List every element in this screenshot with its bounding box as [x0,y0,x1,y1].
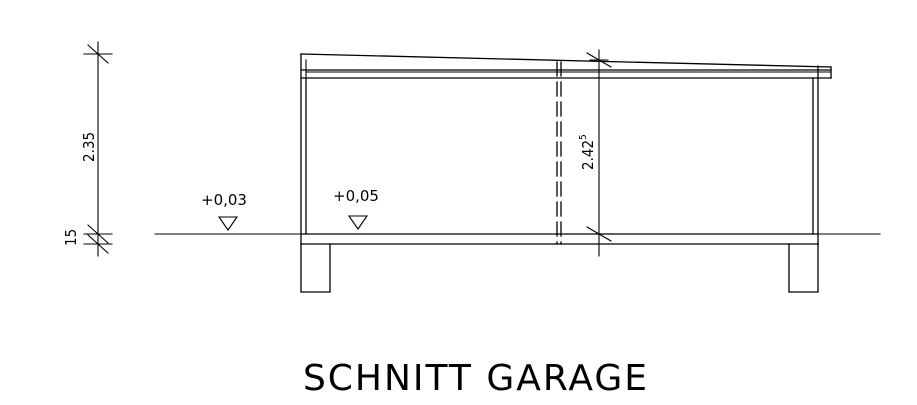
slab-thickness-label: 15 [62,229,80,246]
interior-height-main: 2.42 [579,140,597,170]
foundation-right [788,243,819,293]
floor-slab [300,233,819,245]
level-label-outside: +0,03 [201,191,247,209]
level-mark-outside: +0,03 [201,191,247,231]
foundation-left [300,243,331,293]
drawing-title: SCHNITT GARAGE [303,358,649,399]
roof [300,53,832,79]
interior-height-dimension: 2.425 [578,49,612,257]
interior-height-label: 2.425 [578,134,597,170]
vertical-dimension-chain: 2.35 15 [62,41,113,257]
wall-height-label: 2.35 [80,132,98,162]
wall-right [812,65,819,245]
level-mark-inside: +0,05 [333,187,379,230]
level-label-inside: +0,05 [333,187,379,205]
wall-left [300,53,307,245]
door-opening [556,61,562,245]
interior-height-superscript: 5 [578,134,589,140]
